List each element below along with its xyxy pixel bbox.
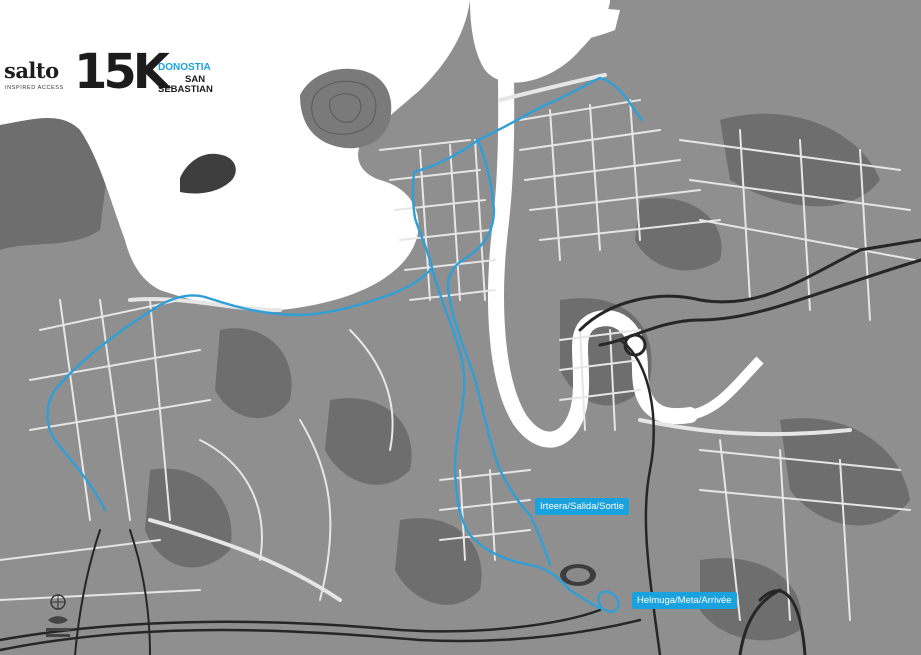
race-route [46, 76, 644, 614]
highways [0, 238, 921, 655]
main-avenues [128, 73, 852, 602]
route-centro-loop [411, 76, 644, 270]
street-grid [0, 99, 916, 621]
city-name-basque: DONOSTIA [158, 62, 211, 73]
urumea-river [488, 0, 698, 448]
route-amara-loop [430, 266, 620, 614]
park-areas [0, 110, 910, 641]
city-name-line2: SAN [185, 74, 206, 85]
route-west-branch [46, 266, 434, 512]
route-south-branch [446, 138, 532, 517]
roundabout [623, 333, 647, 357]
race-distance: 15K [74, 44, 170, 100]
city-name-line3: SEBASTIAN [158, 84, 213, 95]
brand-name: salto [4, 58, 59, 83]
santa-clara-island [180, 153, 236, 194]
start-label: Irteera/Salida/Sortie [535, 498, 629, 515]
race-logo: salto INSPIRED ACCESS 15K DONOSTIA SAN S… [4, 42, 244, 104]
finish-label: Helmuga/Meta/Arrivée [632, 592, 737, 609]
map-credit-icon [46, 594, 70, 637]
brand-tagline: INSPIRED ACCESS [5, 85, 64, 91]
